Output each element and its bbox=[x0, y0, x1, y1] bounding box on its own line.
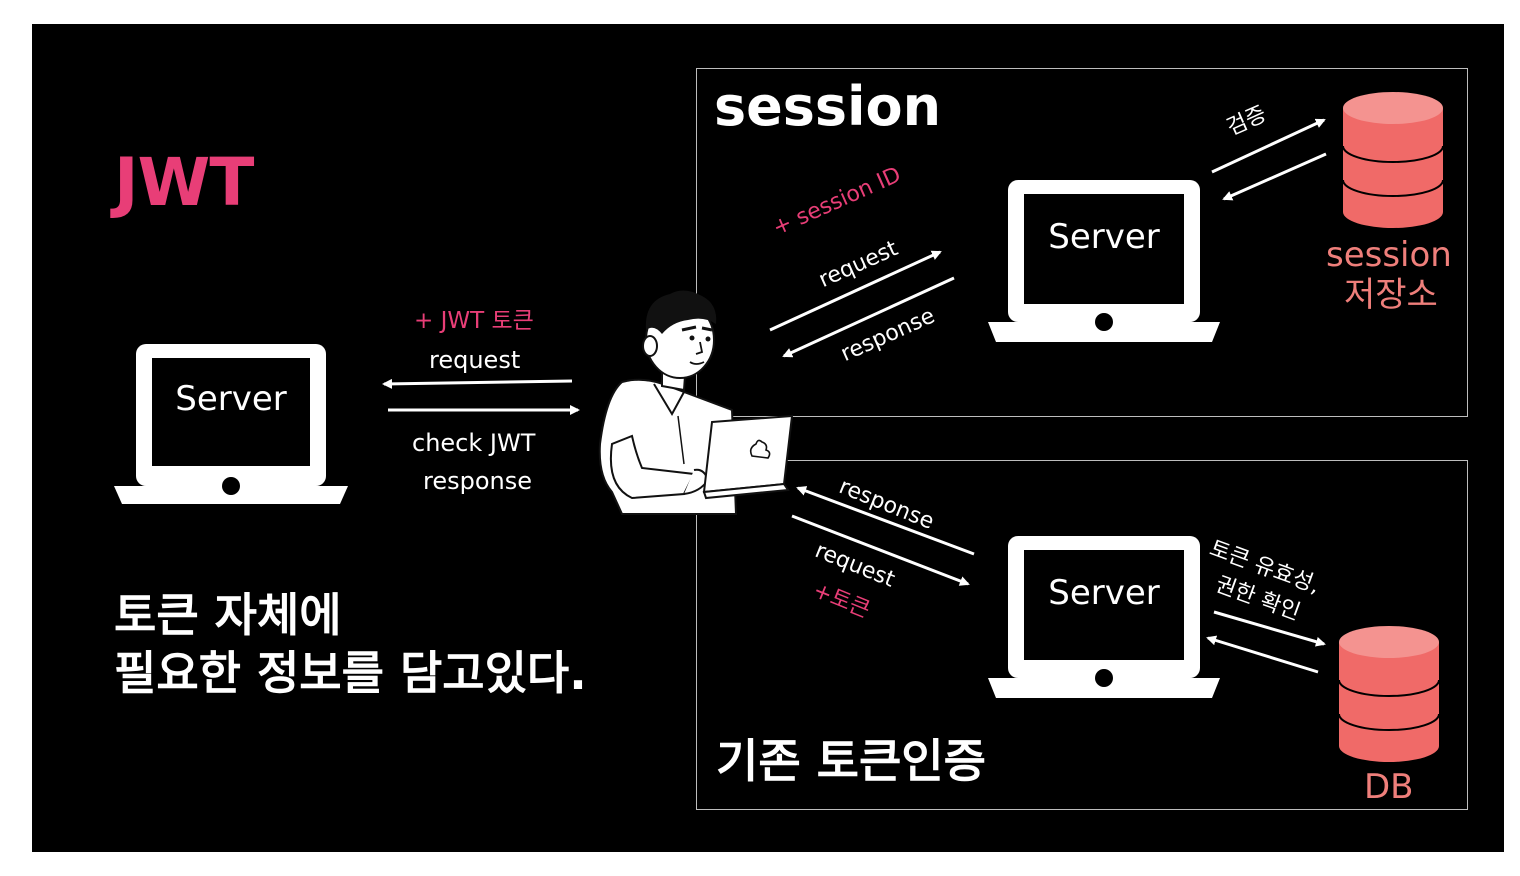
token-response-arrow bbox=[796, 486, 975, 556]
session-panel bbox=[696, 68, 1468, 417]
jwt-title: JWT bbox=[114, 144, 254, 221]
session-server-laptop: Server bbox=[988, 178, 1220, 344]
jwt-response-sub: response bbox=[423, 467, 533, 495]
jwt-request-label: + JWT 토큰 bbox=[414, 308, 534, 334]
session-store-line1: session bbox=[1326, 235, 1452, 275]
person-with-laptop-icon bbox=[598, 290, 794, 515]
token-server-laptop: Server bbox=[988, 534, 1220, 700]
jwt-server-laptop: Server bbox=[114, 340, 348, 506]
token-auth-panel bbox=[696, 460, 1468, 810]
token-db-icon bbox=[1338, 624, 1440, 764]
slide: JWT Server + JWT 토큰 request check JWT re… bbox=[32, 24, 1504, 852]
session-store-db-icon bbox=[1342, 90, 1444, 230]
jwt-caption-line1: 토큰 자체에 bbox=[114, 588, 342, 642]
session-store-line2: 저장소 bbox=[1344, 275, 1438, 315]
jwt-request-sub: request bbox=[429, 346, 521, 374]
session-title: session bbox=[714, 75, 942, 138]
token-db-label: DB bbox=[1364, 767, 1414, 807]
poop-logo-icon bbox=[749, 439, 771, 459]
token-request-arrow bbox=[791, 514, 970, 586]
token-auth-title: 기존 토큰인증 bbox=[716, 734, 986, 788]
session-store-return-arrow bbox=[1222, 152, 1327, 201]
arrows-layer bbox=[382, 118, 1327, 674]
session-verify-arrow bbox=[1211, 118, 1326, 174]
session-request-arrow bbox=[769, 250, 942, 332]
jwt-response-label: check JWT bbox=[412, 429, 536, 457]
token-check-arrow bbox=[1213, 610, 1326, 647]
session-response-arrow bbox=[782, 276, 955, 358]
jwt-request-arrow bbox=[382, 378, 573, 389]
jwt-caption-line2: 필요한 정보를 담고있다. bbox=[114, 646, 587, 700]
token-db-return-arrow bbox=[1206, 635, 1319, 674]
